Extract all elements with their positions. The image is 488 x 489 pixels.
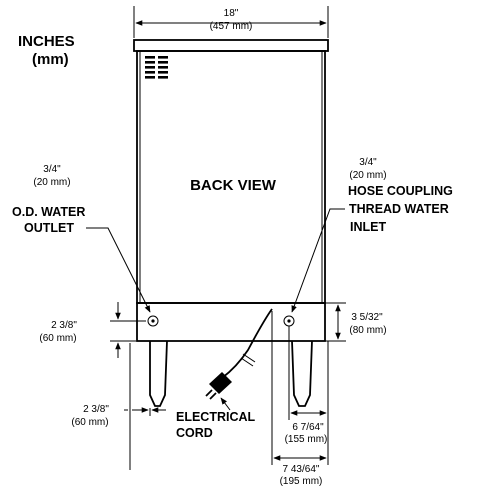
width-dimension: 18" (457 mm)	[133, 6, 329, 38]
outlet-callout-line2: OUTLET	[24, 221, 74, 235]
leg-offset-mm: (60 mm)	[71, 417, 108, 428]
water-outlet-fitting	[147, 315, 159, 327]
vent-icon	[145, 56, 168, 79]
right-leg	[291, 340, 313, 407]
inlet-height-mm: (80 mm)	[349, 325, 386, 336]
width-inches-text: 18"	[224, 8, 239, 19]
left-leg	[149, 340, 168, 407]
inlet-offset-inches: 6 7/64"	[292, 422, 324, 433]
cord-offset-inches: 7 43/64"	[283, 464, 320, 475]
plug-icon	[209, 372, 232, 394]
ice-machine-body	[133, 39, 329, 407]
cord-offset-dimension: 7 43/64" (195 mm)	[271, 311, 327, 487]
units-label-inches: INCHES	[18, 33, 75, 50]
cord-callout-line1: ELECTRICAL	[176, 410, 256, 424]
inlet-offset-dimension: 6 7/64" (155 mm)	[285, 326, 329, 465]
inlet-offset-mm: (155 mm)	[285, 434, 328, 445]
units-label-mm: (mm)	[32, 51, 69, 68]
outlet-height-dimension: 2 3/8" (60 mm)	[39, 302, 146, 358]
cord-callout-line2: CORD	[176, 426, 213, 440]
view-label: BACK VIEW	[190, 177, 277, 194]
inlet-callout-line2: THREAD WATER	[349, 202, 449, 216]
inlet-height-inches: 3 5/32"	[351, 312, 383, 323]
width-mm-text: (457 mm)	[210, 21, 253, 32]
inlet-size-mm: (20 mm)	[349, 170, 386, 181]
electrical-cord	[205, 308, 273, 400]
leg-offset-inches: 2 3/8"	[83, 404, 109, 415]
outlet-leader-line	[86, 227, 151, 313]
outlet-height-inches: 2 3/8"	[51, 320, 77, 331]
outlet-size-mm: (20 mm)	[33, 177, 70, 188]
inlet-leader-line	[291, 208, 345, 313]
inlet-callout-line1: HOSE COUPLING	[348, 184, 453, 198]
leg-offset-dimension: 2 3/8" (60 mm)	[71, 343, 166, 470]
inlet-callout-line3: INLET	[350, 220, 386, 234]
inlet-height-dimension: 3 5/32" (80 mm)	[325, 302, 387, 342]
outlet-callout-line1: O.D. WATER	[12, 205, 85, 219]
cord-offset-mm: (195 mm)	[280, 476, 323, 487]
base-panel	[136, 302, 326, 342]
outlet-size-inches: 3/4"	[43, 164, 61, 175]
top-panel	[133, 39, 329, 52]
outlet-height-mm: (60 mm)	[39, 333, 76, 344]
inlet-size-inches: 3/4"	[359, 157, 377, 168]
cord-leader-line	[220, 397, 231, 411]
